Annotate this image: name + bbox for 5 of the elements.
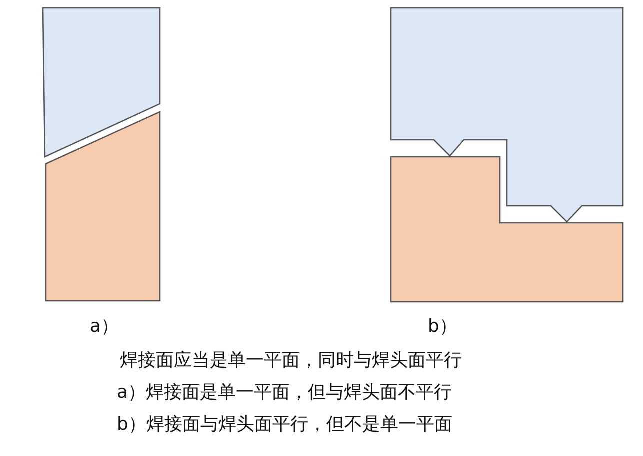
subfigure-label: b） bbox=[428, 316, 458, 338]
subfigure-label: a） bbox=[90, 316, 120, 338]
caption-text: a）焊接面是单一平面，但与焊头面不平行 bbox=[117, 382, 452, 404]
caption-text: b）焊接面与焊头面平行，但不是单一平面 bbox=[117, 414, 452, 436]
caption-text: 焊接面应当是单一平面，同时与焊头面平行 bbox=[120, 350, 462, 372]
